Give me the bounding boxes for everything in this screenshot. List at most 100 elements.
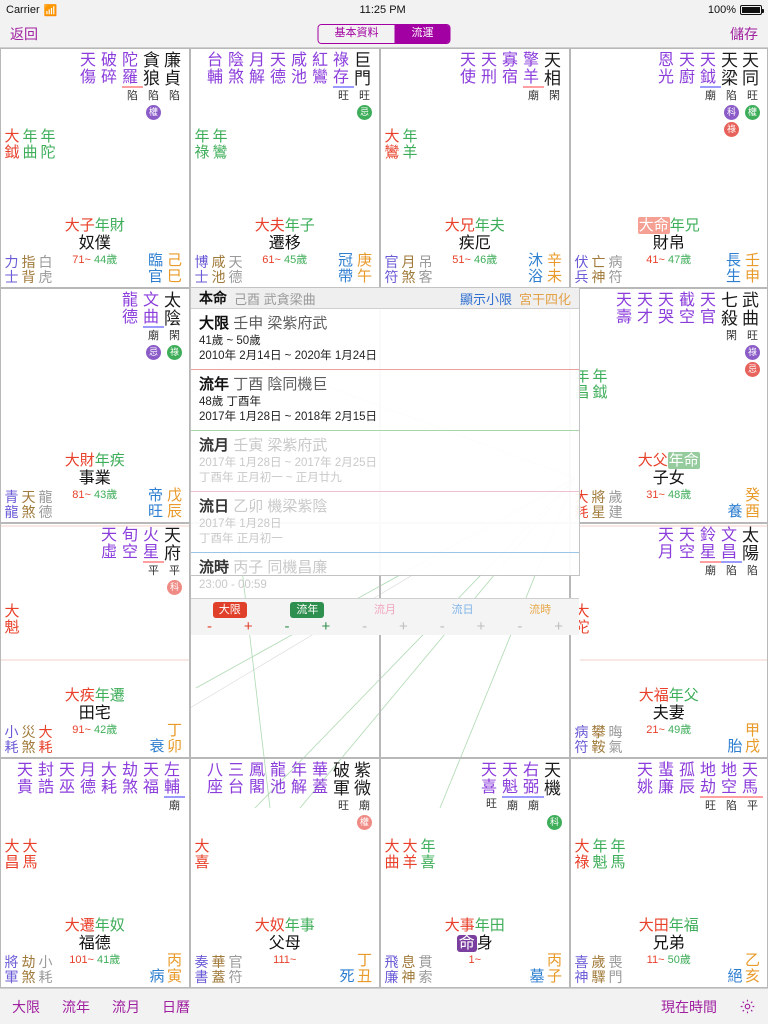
toolbar-item-monthly[interactable]: 流月	[112, 998, 140, 1015]
daily-minus-button[interactable]: -	[439, 618, 445, 635]
monthly-plus-button[interactable]: +	[399, 618, 408, 635]
annual-plus-button[interactable]: +	[321, 618, 331, 635]
deity: 華蓋	[211, 954, 226, 985]
palace-chou[interactable]: 八座 三台 鳳閣 龍池 年解 華蓋 破軍旺 紫微廟權 大喜 大奴年事 父母 11…	[189, 757, 380, 988]
annual-minus-button[interactable]: -	[284, 618, 290, 635]
toolbar-item-major-limit[interactable]: 大限	[12, 998, 40, 1015]
save-button[interactable]: 儲存	[730, 25, 758, 42]
section-annual[interactable]: 流年 丁酉 陰同機巨 48歲 丁酉年 2017年 1月28日 ~ 2018年 2…	[191, 369, 579, 430]
stepper-monthly: 流月 - +	[346, 599, 424, 635]
palace-summary: 大田年福 兄弟 11~ 50歲	[571, 917, 768, 967]
deity: 大耗	[38, 724, 53, 755]
navigation-bar: 返回 基本資料 流運 儲存	[0, 20, 768, 48]
palace-you[interactable]: 天壽 天才 天哭 截空 天官 七殺閑 武曲旺祿忌 年昌 年鉞 大父年命 子女 3…	[569, 287, 768, 523]
star-item: 天梁陷科祿	[721, 51, 742, 137]
star-item: 天傷	[80, 51, 97, 86]
stepper-label[interactable]: 大限	[212, 602, 247, 618]
palace-transit-tags: 大財年疾	[64, 452, 125, 469]
star-item: 天福	[143, 761, 160, 796]
star-item: 天官	[700, 291, 717, 326]
star-item: 紅鸞	[312, 51, 329, 86]
segmented-control[interactable]: 基本資料 流運	[317, 23, 451, 44]
sihua-badge: 忌	[357, 104, 372, 120]
section-hourly[interactable]: 流時 丙子 同機昌廉 23:00 - 00:59	[191, 552, 579, 598]
star-item: 龍池	[270, 761, 287, 796]
stepper-label[interactable]: 流時	[529, 604, 552, 616]
palace-wei[interactable]: 天使 天刑 寡宿 擎羊廟 天相閑 大鸞 年羊 大兄年夫 疾厄 51~ 46歲 官…	[379, 47, 570, 288]
back-button[interactable]: 返回	[10, 25, 38, 42]
toolbar-item-current-time[interactable]: 現在時間	[661, 998, 717, 1015]
star-item: 天機 科	[544, 761, 565, 830]
fortune-detail-panel: 本命 己酉 武貪梁曲 顯示小限 宮干四化 大限 壬申 梁紫府武 41歲 ~ 50…	[190, 287, 580, 635]
section-daily[interactable]: 流日 乙卯 機梁紫陰 2017年 1月28日 丁酉年 正月初一	[191, 491, 579, 552]
star-list: 天姚 蜚廉 孤辰 地劫旺 地空陷 天馬平	[637, 762, 763, 813]
deity-labels: 官符 月煞 吊客	[385, 255, 436, 285]
natal-subtitle: 己酉 武貪梁曲	[234, 291, 316, 307]
palace-stem-branch: 臨官 己巳	[148, 253, 185, 285]
palace-age-range: 71~ 44歲	[72, 254, 118, 266]
gear-icon[interactable]	[739, 998, 756, 1015]
status-left: Carrier 📶	[6, 4, 57, 17]
star-item: 天同旺權	[742, 51, 763, 120]
life-stage: 沐浴	[528, 252, 544, 285]
star-item: 八座	[207, 761, 224, 796]
carrier-label: Carrier	[6, 4, 40, 16]
transit-star-labels: 大鉞 年曲 年陀	[5, 128, 58, 161]
major-limit-minus-button[interactable]: -	[206, 618, 212, 635]
palace-yin[interactable]: 天貴 封誥 天巫 月德 大耗 劫煞 天福 左輔廟 大昌 大馬 大遷年奴 福德 1…	[0, 757, 190, 988]
ganzhi: 丁丑	[357, 952, 373, 985]
section-major-limit[interactable]: 大限 壬申 梁紫府武 41歲 ~ 50歲 2010年 2月14日 ~ 2020年…	[191, 309, 579, 369]
monthly-minus-button[interactable]: -	[362, 618, 368, 635]
section-lunar-range: 丁酉年 正月初一 ~ 正月廿九	[199, 472, 342, 484]
transit-star-labels: 大曲 大羊 年喜	[384, 837, 438, 871]
natal-title: 本命	[199, 290, 227, 306]
star-list: 天虛 旬空 火星平 天府平科	[101, 526, 185, 595]
palace-shen[interactable]: 恩光 天廚 天鉞廟 天梁陷科祿 天同旺權 大命年兄 財帛 41~ 47歲 伏兵 …	[569, 47, 768, 288]
tab-fortune-flow[interactable]: 流運	[394, 24, 450, 43]
palace-hai[interactable]: 天姚 蜚廉 孤辰 地劫旺 地空陷 天馬平 大祿 年魁 年馬 大田年福 兄弟 11…	[569, 757, 768, 988]
deity-labels: 青龍 天煞 龍德	[5, 490, 56, 520]
palace-si[interactable]: 天傷 破碎 陀羅陷 貪狼陷權 廉貞陷 大鉞 年曲 年陀 大子年財 奴僕 71~ …	[0, 47, 190, 288]
section-title: 流日	[199, 498, 230, 515]
daily-plus-button[interactable]: +	[476, 618, 486, 635]
sihua-badge: 科	[547, 814, 562, 830]
section-date-range: 2010年 2月14日 ~ 2020年 1月24日	[199, 350, 378, 362]
status-clock: 11:25 PM	[359, 4, 406, 16]
transit-star: 大曲	[384, 837, 400, 871]
stepper-label[interactable]: 流月	[373, 604, 396, 616]
palace-chen[interactable]: 龍德 文曲廟忌 太陰閑祿 大財年疾 事業 81~ 43歲 青龍 天煞 龍德 帝旺…	[0, 287, 190, 523]
stepper-label[interactable]: 流年	[290, 602, 325, 618]
palace-name: 兄弟	[652, 935, 685, 952]
palace-age-range: 91~ 42歲	[72, 724, 118, 736]
palace-stem-branch: 帝旺 戊辰	[148, 488, 185, 520]
star-item: 咸池	[291, 51, 308, 86]
palace-stem-sihua-button[interactable]: 宮干四化	[518, 291, 571, 307]
life-stage: 養	[727, 503, 743, 520]
palace-wu[interactable]: 台輔 陰煞 月解 天德 咸池 紅鸞 祿存旺 巨門旺忌 年祿 年鸞 大夫年子 遷移…	[189, 47, 380, 288]
section-date-range: 2017年 1月28日 ~ 2017年 2月25日	[199, 457, 378, 469]
palace-stem-branch: 冠帶 庚午	[338, 253, 375, 285]
palace-zi[interactable]: 天喜旺 天魁廟 右弼廟 天機 科 大曲 大羊 年喜 大事年田 命身 1~ 飛廉 …	[379, 757, 570, 988]
hourly-plus-button[interactable]: +	[554, 618, 563, 635]
palace-mao[interactable]: 天虛 旬空 火星平 天府平科 大魁 大疾年遷 田宅 91~ 42歲 小耗 災煞 …	[0, 522, 190, 758]
palace-age-range: 1~	[468, 954, 482, 966]
transit-star-labels: 年祿 年鸞	[195, 128, 230, 161]
star-item: 天德	[270, 51, 287, 86]
hourly-minus-button[interactable]: -	[517, 618, 523, 635]
life-stage: 冠帶	[338, 252, 354, 285]
major-limit-plus-button[interactable]: +	[243, 618, 253, 635]
palace-name: 子女	[652, 470, 685, 487]
star-list: 天使 天刑 寡宿 擎羊廟 天相閑	[460, 51, 565, 103]
toolbar-item-annual[interactable]: 流年	[62, 998, 90, 1015]
show-minor-limit-button[interactable]: 顯示小限	[459, 291, 512, 307]
stepper-label[interactable]: 流日	[451, 604, 474, 616]
life-stage: 衰	[149, 738, 165, 755]
toolbar-item-calendar[interactable]: 日曆	[162, 998, 190, 1015]
star-item: 月解	[249, 51, 266, 86]
palace-summary: 大福年父 夫妻 21~ 49歲	[571, 687, 768, 737]
star-item: 天月	[658, 526, 675, 561]
tab-basic-info[interactable]: 基本資料	[318, 24, 395, 43]
section-monthly[interactable]: 流月 壬寅 梁紫府武 2017年 1月28日 ~ 2017年 2月25日 丁酉年…	[191, 430, 579, 491]
star-item: 天巫	[59, 761, 76, 796]
palace-xu[interactable]: 天月 天空 鈴星廟 文昌陷 太陽陷 大陀 大福年父 夫妻 21~ 49歲 病符 …	[569, 522, 768, 758]
